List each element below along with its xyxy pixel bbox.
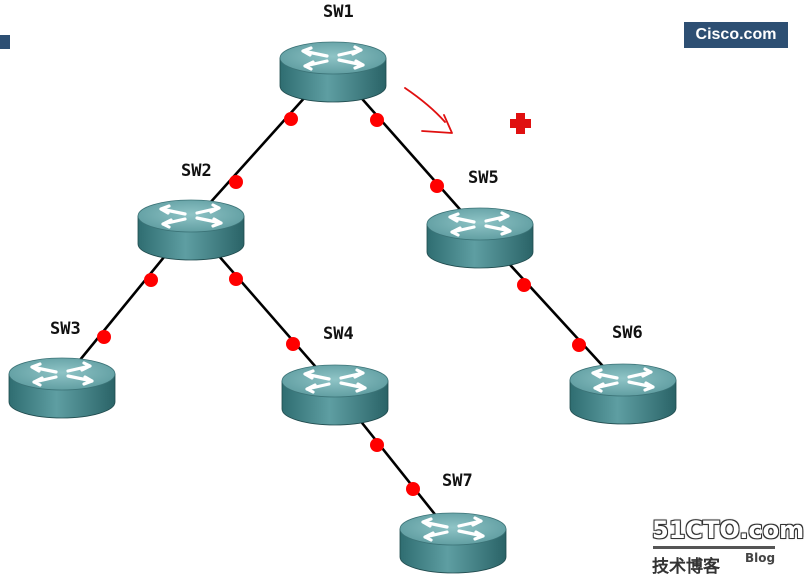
sw6-switch-icon[interactable] bbox=[569, 363, 677, 425]
sw2-label: SW2 bbox=[181, 161, 212, 181]
sw4-label: SW4 bbox=[323, 324, 354, 344]
port-dot bbox=[97, 330, 111, 344]
cisco-badge-text: Cisco.com bbox=[695, 26, 777, 43]
left-edge-marker bbox=[0, 35, 10, 49]
port-dot bbox=[286, 337, 300, 351]
watermark-blog: Blog bbox=[745, 551, 776, 565]
annotations bbox=[404, 87, 531, 134]
port-dot bbox=[406, 482, 420, 496]
port-dot bbox=[572, 338, 586, 352]
watermark-site: 51CTO.com bbox=[652, 516, 804, 544]
sw1-switch-icon[interactable] bbox=[279, 41, 387, 103]
devices-layer bbox=[8, 41, 677, 574]
port-dot bbox=[284, 112, 298, 126]
sw2-switch-icon[interactable] bbox=[137, 199, 245, 261]
sw1-label: SW1 bbox=[323, 2, 354, 22]
sw5-switch-icon[interactable] bbox=[426, 207, 534, 269]
port-dot bbox=[517, 278, 531, 292]
sw3-label: SW3 bbox=[50, 319, 81, 339]
sw3-switch-icon[interactable] bbox=[8, 357, 116, 419]
annotation-arrow bbox=[404, 87, 453, 134]
port-dot bbox=[370, 113, 384, 127]
sw5-label: SW5 bbox=[468, 168, 499, 188]
sw4-switch-icon[interactable] bbox=[281, 364, 389, 426]
sw6-label: SW6 bbox=[612, 323, 643, 343]
port-dot bbox=[229, 175, 243, 189]
watermark-footer: 技术博客 Blog bbox=[652, 551, 782, 577]
watermark-divider bbox=[653, 546, 775, 549]
annotation-cross bbox=[510, 113, 531, 134]
port-dot bbox=[229, 272, 243, 286]
sw7-switch-icon[interactable] bbox=[399, 512, 507, 574]
links-layer bbox=[60, 65, 624, 538]
port-dot bbox=[144, 273, 158, 287]
port-dot bbox=[370, 438, 384, 452]
cisco-badge: Cisco.com bbox=[684, 22, 788, 48]
sw7-label: SW7 bbox=[442, 471, 473, 491]
watermark-subtitle: 技术博客 bbox=[652, 557, 720, 577]
port-dot bbox=[430, 179, 444, 193]
